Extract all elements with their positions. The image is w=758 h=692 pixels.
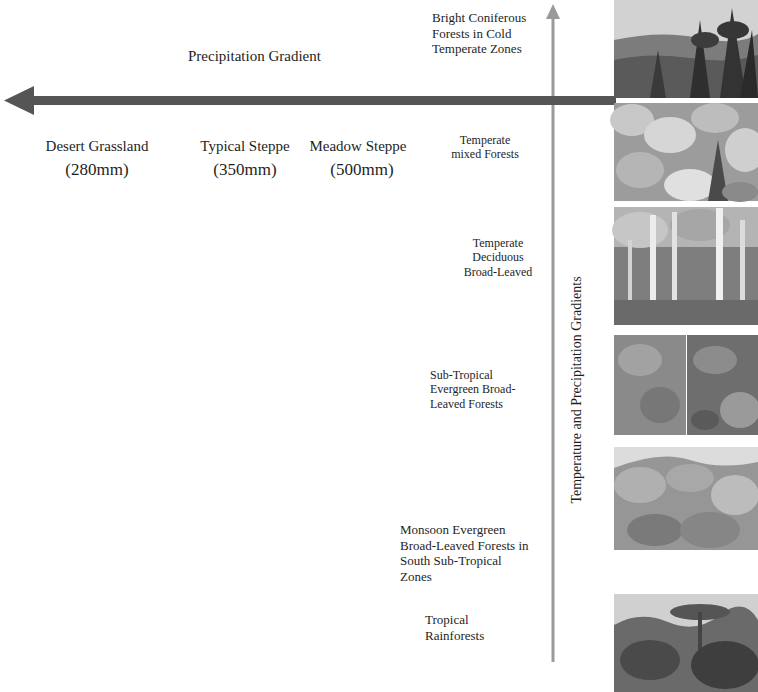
forest-photo bbox=[614, 447, 758, 550]
grassland-label: Meadow Steppe bbox=[309, 137, 406, 155]
grassland-label: Desert Grassland bbox=[46, 137, 149, 155]
precipitation-value: (280mm) bbox=[65, 160, 128, 180]
forest-photo bbox=[610, 103, 758, 202]
forest-type-label: Monsoon Evergreen Broad-Leaved Forests i… bbox=[400, 522, 532, 584]
forest-photo bbox=[614, 594, 758, 692]
forest-type-label: Temperate Deciduous Broad-Leaved bbox=[457, 236, 539, 279]
forest-type-label: Temperate mixed Forests bbox=[446, 133, 524, 162]
forest-type-label: Tropical Rainforests bbox=[425, 612, 507, 643]
forest-photo bbox=[614, 335, 758, 435]
precipitation-value: (500mm) bbox=[330, 160, 393, 180]
forest-photo bbox=[612, 207, 758, 325]
axis-title: Precipitation Gradient bbox=[188, 47, 321, 65]
forest-type-label: Bright Coniferous Forests in Cold Temper… bbox=[432, 10, 544, 57]
precipitation-arrow bbox=[4, 86, 616, 115]
grassland-label: Typical Steppe bbox=[200, 137, 289, 155]
forest-photo bbox=[614, 0, 758, 98]
precipitation-value: (350mm) bbox=[213, 160, 276, 180]
forest-type-label: Sub-Tropical Evergreen Broad-Leaved Fore… bbox=[430, 368, 516, 411]
axis-title: Temperature and Precipitation Gradients bbox=[569, 276, 586, 503]
